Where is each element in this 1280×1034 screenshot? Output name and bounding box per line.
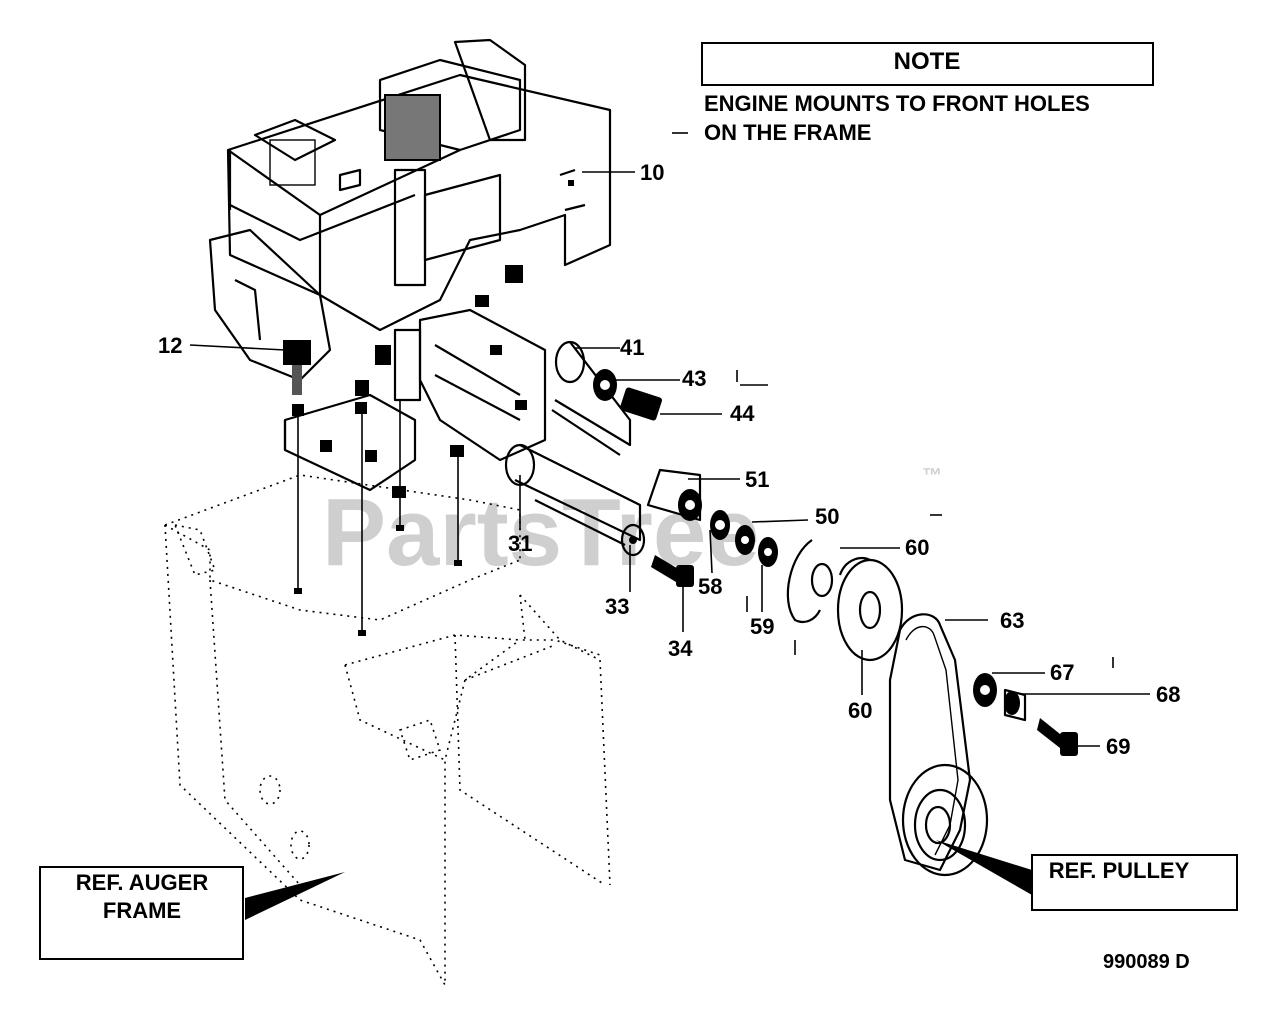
label-68: 68 [1156, 682, 1180, 707]
note-line-2: ON THE FRAME [704, 120, 871, 145]
ref-pulley-label: REF. PULLEY [1049, 858, 1190, 883]
ref-auger-frame-box: REF. AUGER FRAME [39, 866, 244, 960]
label-63: 63 [1000, 608, 1024, 633]
label-34: 34 [668, 636, 693, 661]
watermark-tm: ™ [922, 465, 942, 487]
ref-auger-frame-line-1: REF. AUGER [76, 870, 209, 895]
label-44: 44 [730, 401, 755, 426]
label-58: 58 [698, 574, 722, 599]
label-43: 43 [682, 366, 706, 391]
label-10: 10 [640, 160, 664, 185]
note-box: NOTE ENGINE MOUNTS TO FRONT HOLES ON THE… [701, 42, 1154, 145]
label-60-top: 60 [905, 535, 929, 560]
drive-belt [888, 613, 972, 872]
ref-pulley-drawing [901, 763, 989, 877]
label-50: 50 [815, 504, 839, 529]
part-12-bolt [283, 340, 311, 395]
diagram-code: 990089 D [1103, 951, 1190, 973]
leader-lines [189, 132, 1150, 747]
ref-arrows [245, 840, 1032, 920]
label-60-bottom: 60 [848, 698, 872, 723]
pulley-halves [786, 539, 904, 662]
ref-pulley-box: REF. PULLEY [1031, 854, 1238, 911]
ref-auger-frame-line-2: FRAME [103, 898, 181, 923]
note-line-1: ENGINE MOUNTS TO FRONT HOLES [704, 91, 1090, 116]
engine-drawing [208, 38, 612, 636]
label-59: 59 [750, 614, 774, 639]
part-labels: 10 12 41 43 44 51 50 31 58 60 33 34 59 6… [158, 160, 1180, 759]
label-41: 41 [620, 335, 644, 360]
idler-hardware [973, 673, 1078, 756]
label-69: 69 [1106, 734, 1130, 759]
note-title: NOTE [894, 48, 961, 75]
label-67: 67 [1050, 660, 1074, 685]
label-33: 33 [605, 594, 629, 619]
label-31: 31 [508, 531, 532, 556]
auger-frame-drawing [164, 474, 611, 989]
label-51: 51 [745, 467, 769, 492]
label-12: 12 [158, 333, 182, 358]
idler-bracket [504, 340, 778, 587]
